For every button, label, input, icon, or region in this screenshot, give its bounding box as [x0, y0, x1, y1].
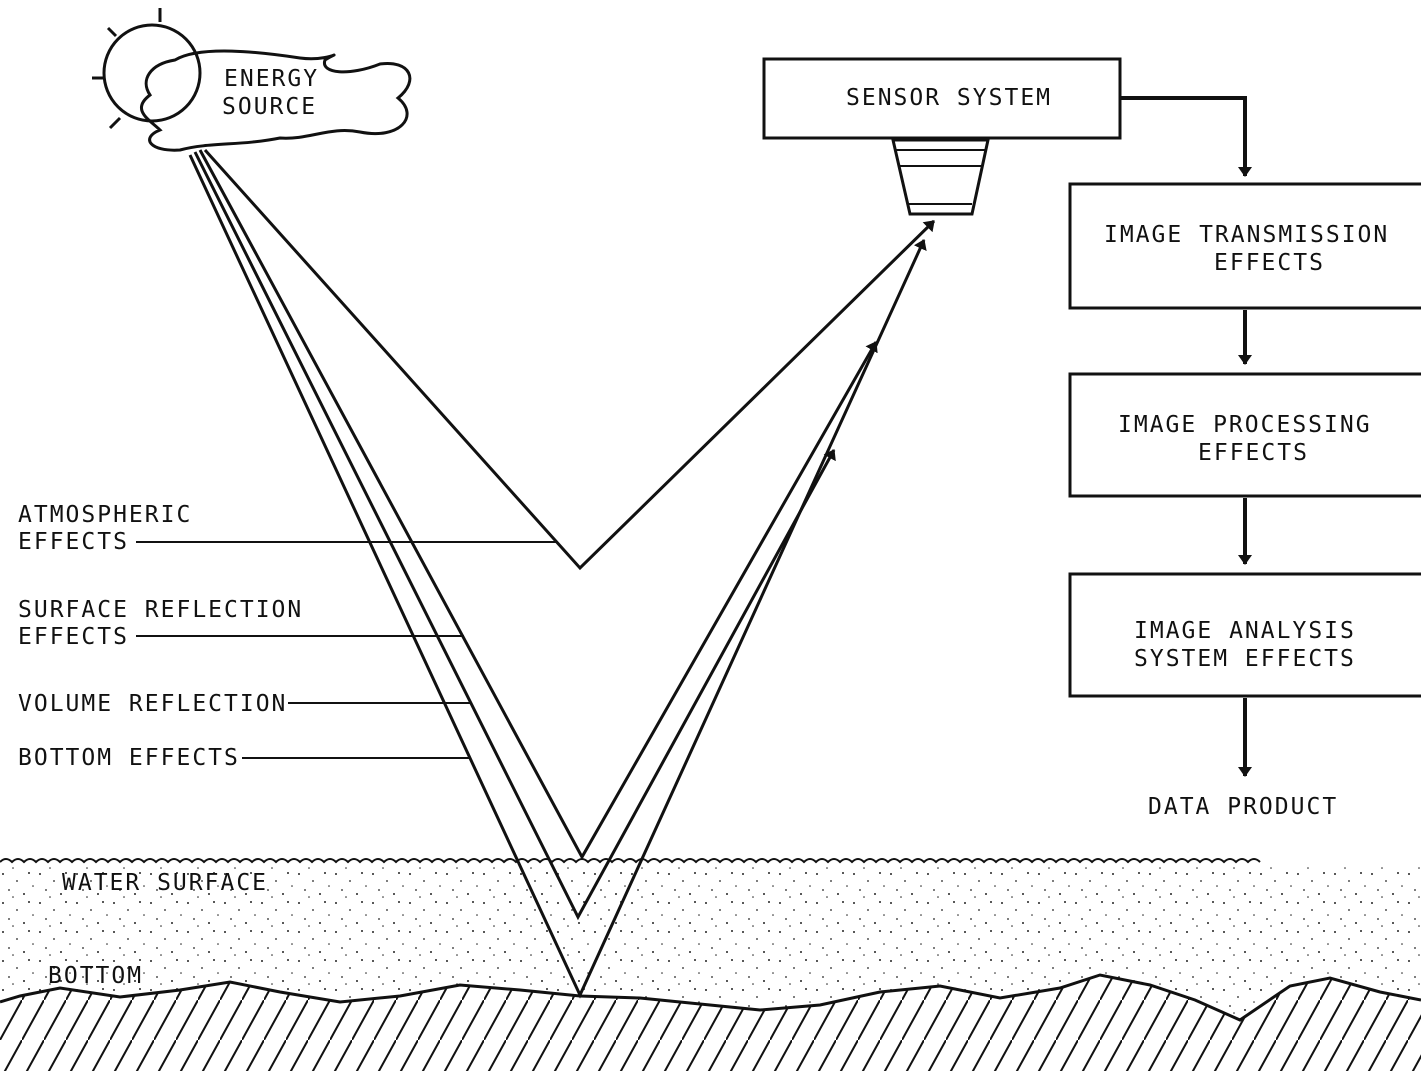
image-processing-box: [1068, 372, 1421, 498]
volume-reflection-label: VOLUME REFLECTION: [18, 691, 287, 717]
atmospheric-effects-label-line1: ATMOSPHERIC: [18, 502, 192, 528]
seabed: [0, 973, 1421, 1071]
water-surface-line: [0, 858, 1261, 864]
surface-reflection-ray: [198, 149, 878, 861]
cloud-icon: [140, 49, 412, 152]
image-analysis-box: [1068, 572, 1421, 698]
water-surface-label: WATER SURFACE: [62, 870, 268, 896]
atmospheric-ray: [203, 148, 936, 571]
volume-reflection-ray: [193, 151, 836, 921]
energy-source-label-line2: SOURCE: [222, 94, 317, 120]
sensor-system-label: SENSOR SYSTEM: [846, 85, 1052, 111]
sensor-lens-icon: [891, 138, 990, 216]
image-processing-label-line2: EFFECTS: [1198, 440, 1309, 466]
bottom-ray: [188, 154, 927, 999]
data-product-label: DATA PRODUCT: [1148, 794, 1338, 820]
water-body: [0, 866, 1421, 1020]
image-processing-label-line1: IMAGE PROCESSING: [1118, 412, 1372, 438]
bottom-effects-label: BOTTOM EFFECTS: [18, 745, 240, 771]
image-transmission-label-line1: IMAGE TRANSMISSION: [1104, 222, 1389, 248]
bottom-label: BOTTOM: [48, 963, 143, 989]
bottom-profile-line: [0, 973, 1421, 1022]
surface-reflection-label-line2: EFFECTS: [18, 624, 129, 650]
image-analysis-label-line1: IMAGE ANALYSIS: [1134, 618, 1356, 644]
sensor-to-transmission-arrow: [1120, 96, 1252, 177]
image-transmission-box: [1068, 182, 1421, 310]
light-rays: [188, 148, 936, 999]
image-analysis-label-line2: SYSTEM EFFECTS: [1134, 646, 1356, 672]
sun-icon: [92, 8, 202, 130]
atmospheric-effects-label-line2: EFFECTS: [18, 529, 129, 555]
energy-source-label-line1: ENERGY: [224, 66, 319, 92]
image-transmission-label-line2: EFFECTS: [1214, 250, 1325, 276]
surface-reflection-label-line1: SURFACE REFLECTION: [18, 597, 303, 623]
